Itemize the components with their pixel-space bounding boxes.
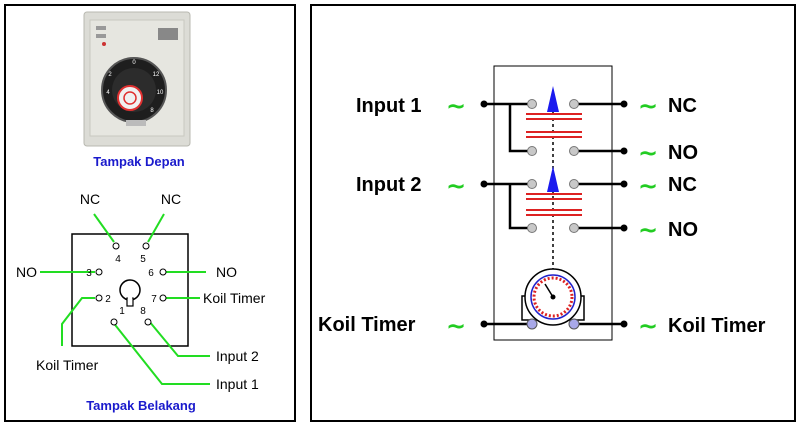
nc-1-label: NC	[668, 95, 697, 117]
pin-4-label: NC	[80, 191, 100, 207]
pin-3: 3	[86, 268, 103, 279]
wiring	[484, 102, 624, 326]
svg-text:2: 2	[105, 294, 111, 305]
svg-text:3: 3	[86, 268, 92, 279]
pin-7: 7	[151, 294, 167, 305]
svg-text:5: 5	[140, 254, 146, 265]
svg-text:8: 8	[150, 108, 154, 114]
pin-8-label: Input 2	[216, 348, 259, 364]
front-view-caption: Tampak Depan	[93, 154, 185, 169]
svg-text:6: 6	[148, 268, 154, 279]
timer-relay-front-image: 0 12 10 8 2 4	[83, 11, 191, 147]
no-2-label: NO	[668, 219, 698, 241]
pin-8: 8	[140, 306, 152, 326]
right-panel: Input 1 ~ Input 2 ~ Koil Timer ~ ~ NC ~ …	[310, 4, 796, 422]
svg-text:2: 2	[108, 72, 112, 78]
pin-1-label: Input 1	[216, 376, 259, 392]
external-terminals	[480, 100, 628, 328]
nc-2-label: NC	[668, 174, 697, 196]
right-diagram: Input 1 ~ Input 2 ~ Koil Timer ~ ~ NC ~ …	[318, 65, 766, 341]
ac-tilde-icon: ~	[446, 312, 466, 340]
back-view-caption: Tampak Belakang	[86, 398, 196, 413]
ac-tilde-icon: ~	[446, 92, 466, 120]
contact-set-1	[526, 86, 582, 156]
pin-2: 2	[95, 294, 111, 305]
socket-pins: 4 5 3 6 2 7 1 8	[86, 242, 167, 326]
ac-tilde-icon: ~	[638, 139, 658, 167]
pin-5-label: NC	[161, 191, 181, 207]
ac-tilde-icon: ~	[638, 92, 658, 120]
pin-3-label: NO	[16, 264, 37, 280]
contact-arrow-icon	[547, 166, 559, 192]
contact-arrow-icon	[547, 86, 559, 112]
socket-key-icon	[119, 279, 141, 307]
svg-text:4: 4	[106, 90, 110, 96]
pin-wires	[40, 213, 210, 385]
coil-right-label: Koil Timer	[668, 315, 766, 337]
ac-tilde-icon: ~	[446, 172, 466, 200]
svg-text:8: 8	[140, 306, 146, 317]
svg-text:0: 0	[132, 60, 136, 66]
pin-6: 6	[148, 268, 167, 279]
input-1-label: Input 1	[356, 95, 422, 117]
svg-text:1: 1	[119, 306, 125, 317]
left-diagram: 0 12 10 8 2 4 Tampak Depan	[16, 11, 266, 413]
ac-tilde-icon: ~	[638, 172, 658, 200]
svg-text:12: 12	[153, 72, 160, 78]
ac-tilde-icon: ~	[638, 312, 658, 340]
contact-set-2	[526, 166, 582, 233]
left-panel: 0 12 10 8 2 4 Tampak Depan	[4, 4, 296, 422]
svg-text:7: 7	[151, 294, 157, 305]
pin-2-label: Koil Timer	[36, 357, 99, 373]
timer-coil-gauge-icon	[521, 268, 585, 330]
pin-7-label: Koil Timer	[203, 290, 266, 306]
svg-text:10: 10	[157, 90, 164, 96]
ac-tilde-icon: ~	[638, 216, 658, 244]
pin-4: 4	[112, 242, 121, 265]
input-2-label: Input 2	[356, 174, 422, 196]
pin-5: 5	[140, 242, 150, 265]
coil-left-label: Koil Timer	[318, 314, 416, 336]
pin-1: 1	[110, 306, 125, 326]
svg-text:4: 4	[115, 254, 121, 265]
pin-6-label: NO	[216, 264, 237, 280]
no-1-label: NO	[668, 142, 698, 164]
